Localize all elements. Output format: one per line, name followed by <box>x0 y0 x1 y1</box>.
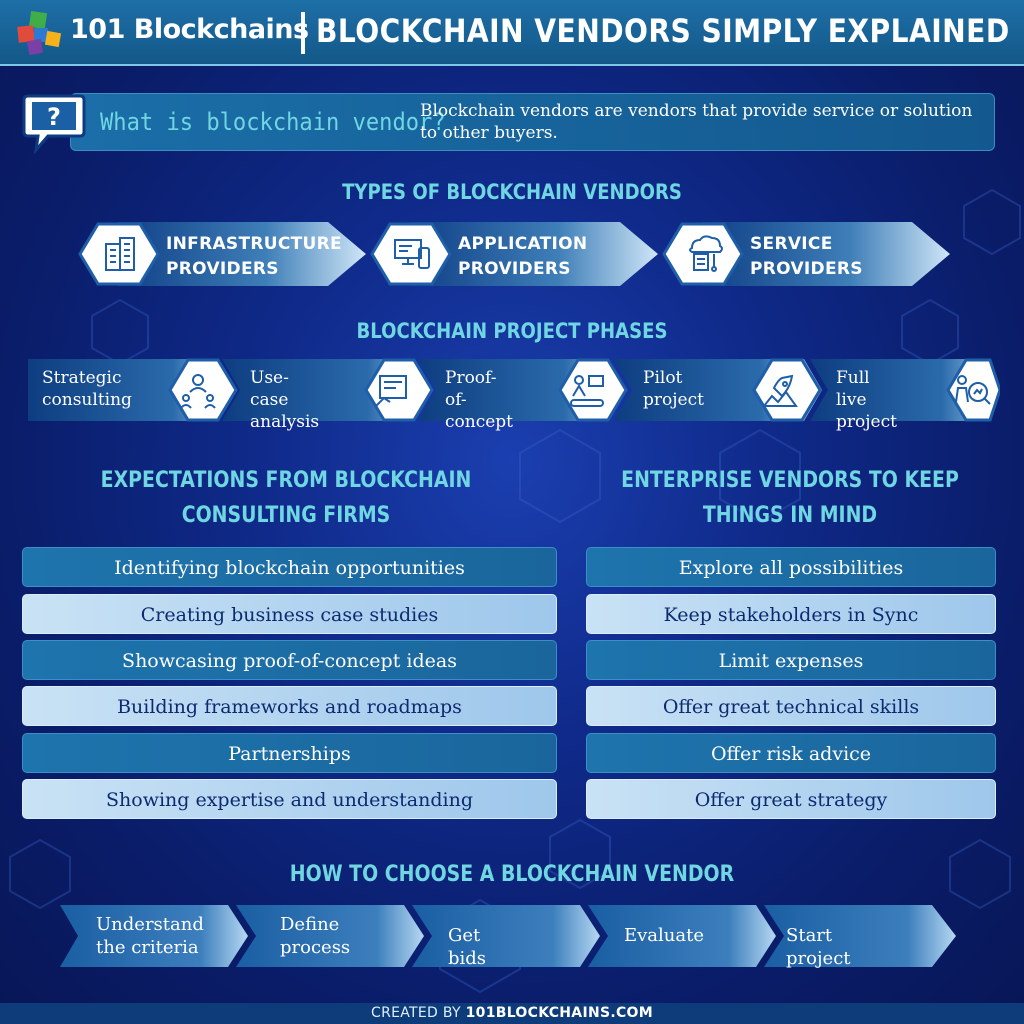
phase-label: Use-case analysis <box>250 368 320 432</box>
definition-question: What is blockchain vendor? <box>100 108 446 136</box>
phase-label: Full live project <box>836 368 897 432</box>
enterprise-item: Offer great technical skills <box>586 686 996 726</box>
concept-icon <box>570 375 604 407</box>
header-bar: 101 Blockchains BLOCKCHAIN VENDORS SIMPL… <box>0 0 1024 66</box>
step-label: Get bids <box>448 925 487 969</box>
vendor-arrow-shape <box>370 222 658 286</box>
choose-heading: HOW TO CHOOSE A BLOCKCHAIN VENDOR <box>289 862 735 887</box>
vendor-type-label: INFRASTRUCTURE PROVIDERS <box>166 234 342 279</box>
vendor-type-infrastructure: INFRASTRUCTURE PROVIDERS <box>78 220 368 288</box>
vendor-type-label: APPLICATION PROVIDERS <box>458 234 588 279</box>
enterprise-item: Offer great strategy <box>586 779 996 819</box>
step-label: Start project <box>786 925 851 969</box>
brand-name: 101 Blockchains <box>70 14 309 45</box>
enterprise-heading-line1: ENTERPRISE VENDORS TO KEEP <box>621 468 959 493</box>
expectation-item: Creating business case studies <box>22 594 557 634</box>
step-label: Evaluate <box>624 925 705 946</box>
presentation-icon <box>955 375 991 405</box>
expectation-item: Showcasing proof-of-concept ideas <box>22 640 557 680</box>
expectations-heading-line2: CONSULTING FIRMS <box>181 503 391 528</box>
footer-prefix: CREATED BY <box>371 1005 466 1021</box>
logo-cubes-icon <box>17 10 62 56</box>
vendor-type-service: SERVICE PROVIDERS <box>662 220 952 288</box>
page-title: BLOCKCHAIN VENDORS SIMPLY EXPLAINED <box>316 12 1010 50</box>
phases-ribbon <box>28 358 1000 422</box>
step-label: Understand the criteria <box>96 914 204 958</box>
phase-label: Pilot project <box>643 368 704 410</box>
footer-site-link[interactable]: 101BLOCKCHAINS.COM <box>465 1005 653 1021</box>
question-bubble-icon: ? <box>22 94 86 154</box>
definition-answer: Blockchain vendors are vendors that prov… <box>420 101 973 143</box>
expectations-heading-line1: EXPECTATIONS FROM BLOCKCHAIN <box>100 468 472 493</box>
devices-icon <box>394 239 430 269</box>
phase-label: Proof-of- concept <box>445 368 513 432</box>
definition-bar <box>70 93 995 151</box>
header-divider <box>301 12 305 54</box>
footer-credit: CREATED BY 101BLOCKCHAINS.COM <box>0 1003 1024 1024</box>
enterprise-item: Explore all possibilities <box>586 547 996 587</box>
enterprise-item: Keep stakeholders in Sync <box>586 594 996 634</box>
consulting-icon <box>180 374 216 409</box>
svg-text:?: ? <box>47 103 61 131</box>
enterprise-item: Limit expenses <box>586 640 996 680</box>
cloud-server-icon <box>689 235 723 272</box>
vendor-type-label: SERVICE PROVIDERS <box>750 234 863 279</box>
step-label: Define process <box>280 914 351 958</box>
enterprise-heading-line2: THINGS IN MIND <box>702 503 878 528</box>
analysis-icon <box>375 375 407 407</box>
expectation-item: Building frameworks and roadmaps <box>22 686 557 726</box>
expectation-item: Identifying blockchain opportunities <box>22 547 557 587</box>
expectation-item: Partnerships <box>22 733 557 773</box>
steps-ribbon <box>60 905 956 967</box>
phase-label: Strategic consulting <box>42 368 132 410</box>
vendor-arrow-shape <box>78 222 366 286</box>
types-heading: TYPES OF BLOCKCHAIN VENDORS <box>342 180 682 204</box>
vendor-type-application: APPLICATION PROVIDERS <box>370 220 660 288</box>
enterprise-item: Offer risk advice <box>586 733 996 773</box>
phases-heading: BLOCKCHAIN PROJECT PHASES <box>356 319 668 343</box>
building-icon <box>105 237 135 271</box>
expectation-item: Showing expertise and understanding <box>22 779 557 819</box>
rocket-icon <box>761 374 798 407</box>
